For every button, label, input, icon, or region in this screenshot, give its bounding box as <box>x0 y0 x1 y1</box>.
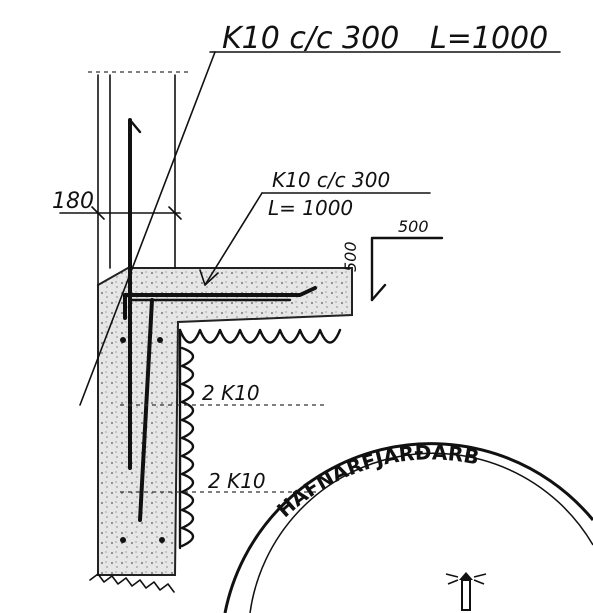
label-dim-180: 180 <box>52 189 94 214</box>
wall-outline <box>88 71 190 286</box>
horizontal-rebar <box>123 286 317 320</box>
label-top-length: L=1000 <box>430 21 548 56</box>
label-mid-bar: K10 c/c 300 <box>272 168 390 192</box>
lighthouse-icon <box>445 572 487 611</box>
label-2k10-upper: 2 K10 <box>202 381 260 405</box>
stamp-text: HAFNARFJARÐARB <box>272 440 481 522</box>
label-top-bar: K10 c/c 300 <box>222 21 399 56</box>
label-2k10-lower: 2 K10 <box>208 469 266 493</box>
stirrup-links <box>178 328 342 550</box>
dimension-180 <box>59 206 182 220</box>
concrete-section <box>97 267 353 576</box>
bar-markers <box>120 337 325 543</box>
svg-text:HAFNARFJARÐARB: HAFNARFJARÐARB <box>272 440 481 522</box>
official-stamp: HAFNARFJARÐARB <box>223 440 593 613</box>
label-hook-500-h: 500 <box>398 217 429 236</box>
hook-symbol <box>370 236 444 302</box>
label-mid-length: L= 1000 <box>268 196 353 220</box>
label-hook-500-v: 500 <box>341 241 360 272</box>
leader-lines <box>79 51 561 406</box>
ground-hatch <box>89 573 175 593</box>
